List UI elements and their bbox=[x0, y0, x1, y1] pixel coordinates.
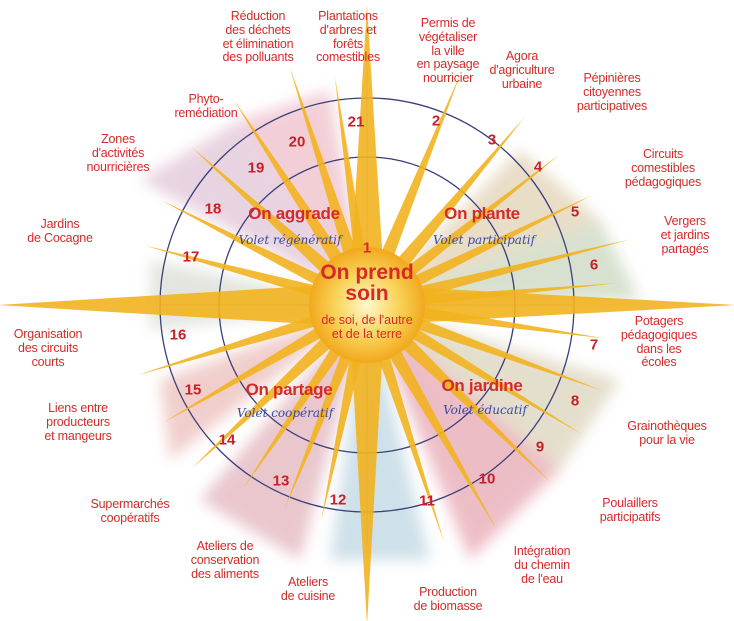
sun-rays bbox=[0, 5, 734, 621]
sun-ray bbox=[406, 283, 617, 307]
number-12: 12 bbox=[329, 491, 347, 509]
number-10: 10 bbox=[478, 470, 496, 488]
label-21: Plantations d'arbres et forêts comestibl… bbox=[316, 9, 380, 65]
label-7: Potagers pédagogiques dans les écoles bbox=[620, 314, 698, 370]
number-15: 15 bbox=[184, 381, 202, 399]
center-subtitle: de soi, de l'autre et de la terre bbox=[321, 313, 413, 342]
label-18: Zones d'activités nourricières bbox=[86, 132, 150, 174]
number-6: 6 bbox=[589, 256, 599, 274]
label-5: Circuits comestibles pédagogiques bbox=[624, 147, 702, 189]
sun-ray bbox=[351, 345, 383, 621]
sun-ray bbox=[334, 77, 368, 267]
sun-ray bbox=[400, 195, 592, 293]
label-13: Ateliers de conservation des aliments bbox=[190, 539, 260, 581]
quadrant-subtitle-plante: Volet participatif bbox=[432, 233, 536, 247]
label-14: Supermarchés coopératifs bbox=[90, 497, 170, 525]
label-19: Phyto- remédiation bbox=[174, 92, 238, 120]
sun-ray bbox=[192, 147, 342, 284]
label-20: Réduction des déchets et élimination des… bbox=[222, 9, 294, 65]
sun-ray bbox=[191, 327, 343, 469]
sun-ray bbox=[390, 327, 551, 483]
quadrant-title-plante: On plante bbox=[444, 204, 520, 223]
sun-ray bbox=[402, 313, 602, 391]
sun-ray bbox=[284, 339, 358, 509]
label-15: Liens entre producteurs et mangeurs bbox=[44, 401, 112, 443]
number-21: 21 bbox=[347, 113, 365, 131]
number-11: 11 bbox=[419, 492, 435, 510]
number-5: 5 bbox=[570, 203, 580, 221]
sun-core bbox=[309, 247, 425, 363]
sun-ray bbox=[380, 336, 497, 531]
sun-ray bbox=[387, 117, 525, 279]
quadrant-title-aggrade: On aggrade bbox=[248, 204, 340, 223]
label-9: Poulaillers participatifs bbox=[599, 496, 661, 524]
number-13: 13 bbox=[272, 472, 290, 490]
quadrant-title-jardine: On jardine bbox=[441, 376, 523, 395]
sun-ray bbox=[137, 310, 331, 376]
number-3: 3 bbox=[487, 131, 497, 149]
number-19: 19 bbox=[247, 159, 265, 177]
center-title: On prend soin bbox=[320, 261, 414, 305]
sun-ray bbox=[144, 245, 330, 301]
center-number: 1 bbox=[362, 239, 372, 257]
sun-ray bbox=[289, 67, 362, 270]
label-17: Jardins de Cocagne bbox=[27, 217, 93, 245]
label-12: Ateliers de cuisine bbox=[280, 575, 336, 603]
quadrant-title-partage: On partage bbox=[245, 380, 333, 399]
number-9: 9 bbox=[535, 438, 545, 456]
sun-ray bbox=[375, 73, 461, 271]
number-20: 20 bbox=[288, 133, 306, 151]
sun-ray bbox=[0, 285, 327, 325]
quadrant-subtitle-partage: Volet coopératif bbox=[236, 406, 334, 420]
number-17: 17 bbox=[182, 248, 200, 266]
sun-ray bbox=[394, 154, 561, 286]
sun-ray bbox=[373, 341, 445, 543]
sun-ray bbox=[404, 239, 629, 302]
label-10: Intégration du chemin de l'eau bbox=[513, 544, 571, 586]
label-6: Vergers et jardins partagés bbox=[660, 214, 710, 256]
label-16: Organisation des circuits courts bbox=[13, 327, 83, 369]
number-16: 16 bbox=[169, 326, 187, 344]
number-4: 4 bbox=[533, 158, 543, 176]
number-8: 8 bbox=[570, 392, 580, 410]
number-7: 7 bbox=[589, 336, 599, 354]
quadrant-subtitle-aggrade: Volet régénératif bbox=[238, 233, 342, 247]
quadrant-subtitle-jardine: Volet éducatif bbox=[443, 403, 527, 417]
number-14: 14 bbox=[218, 431, 236, 449]
label-3: Agora d'agriculture urbaine bbox=[489, 49, 555, 91]
label-4: Pépinières citoyennes participatives bbox=[576, 71, 648, 113]
sun-ray bbox=[243, 334, 350, 488]
label-2: Permis de végétaliser la ville en paysag… bbox=[416, 16, 480, 85]
sun-ray bbox=[162, 200, 335, 293]
sun-ray bbox=[351, 5, 383, 265]
sun-ray bbox=[163, 319, 336, 423]
label-8: Grainothèques pour la vie bbox=[627, 419, 707, 447]
label-11: Production de biomasse bbox=[413, 585, 483, 613]
sun-ray bbox=[398, 320, 582, 434]
sun-ray bbox=[321, 342, 365, 521]
sun-ray bbox=[405, 304, 605, 339]
sun-ray bbox=[233, 99, 352, 276]
number-18: 18 bbox=[204, 200, 222, 218]
number-2: 2 bbox=[431, 112, 441, 130]
